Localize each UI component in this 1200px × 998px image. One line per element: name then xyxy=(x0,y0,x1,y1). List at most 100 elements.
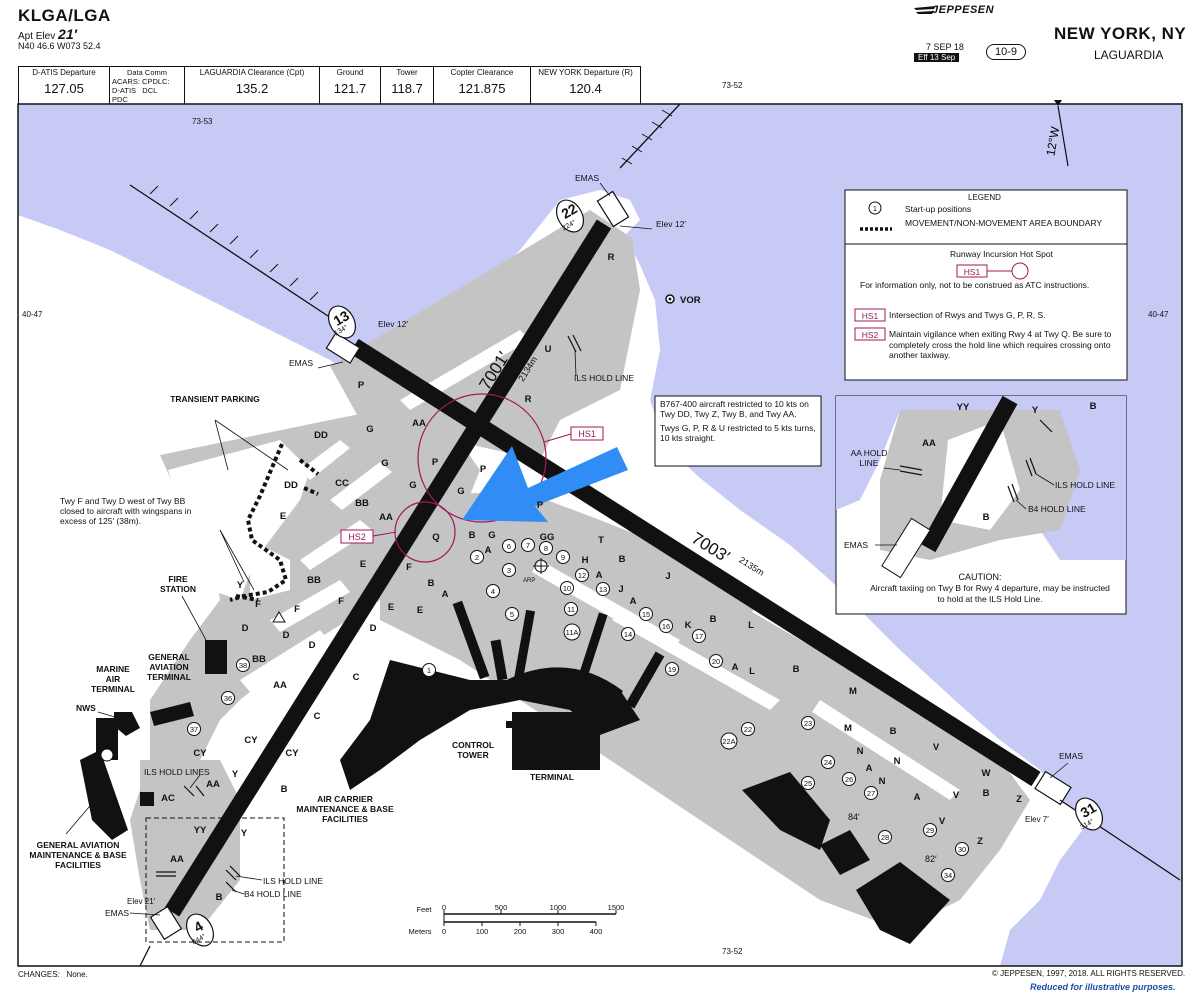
scale-bar xyxy=(443,910,617,926)
taxiway-label: B xyxy=(890,726,897,737)
startup-position-number: 5 xyxy=(510,610,514,619)
legend-hotspot-title: Runway Incursion Hot Spot xyxy=(950,249,1054,259)
startup-position-number: 17 xyxy=(695,632,703,641)
runway-end-markers xyxy=(185,199,1104,947)
startup-position-marker xyxy=(596,582,610,596)
taxiway-label: K xyxy=(685,620,692,631)
taxiway-label: D xyxy=(370,623,377,634)
startup-position-marker xyxy=(236,658,250,672)
pointer-arrow xyxy=(462,446,628,522)
ga-maintenance-building xyxy=(80,750,128,840)
taxiway-label: U xyxy=(545,344,552,355)
runway-13-31 xyxy=(349,338,1041,787)
taxiway-label: DD xyxy=(314,430,328,441)
elev-label: Elev 12′ xyxy=(378,319,408,329)
taxiway-label: J xyxy=(618,584,623,595)
startup-position-number: 12 xyxy=(578,571,586,580)
datacomm-row: D-ATIS DCL xyxy=(112,86,158,95)
taxiway-label: V xyxy=(953,790,960,801)
startup-position-number: 30 xyxy=(958,845,966,854)
startup-position-marker xyxy=(560,581,574,595)
movement-boundary xyxy=(229,443,320,602)
hangar xyxy=(820,830,870,875)
datacomm-title: Data Comm xyxy=(126,68,167,77)
inset-taxiway-label: B xyxy=(1090,401,1097,412)
taxiway-label: A xyxy=(914,792,921,803)
elevation-value: 21′ xyxy=(58,26,77,42)
copyright: © JEPPESEN, 1997, 2018. ALL RIGHTS RESER… xyxy=(992,969,1186,978)
startup-position-number: 29 xyxy=(926,826,934,835)
inset-b4-hold-label: B4 HOLD LINE xyxy=(1028,504,1086,514)
startup-position-marker xyxy=(801,716,815,730)
startup-position-marker xyxy=(575,568,589,582)
taxiway-label: AC xyxy=(161,793,175,804)
scale-meters-tick: 0 xyxy=(442,927,446,936)
taxiway-label: V xyxy=(933,742,940,753)
taxiway-label: Y xyxy=(237,580,244,591)
scale-meters-tick: 300 xyxy=(552,927,565,936)
taxiway-label: N xyxy=(894,756,901,767)
effective-date: Eff 13 Sep xyxy=(914,53,960,62)
airport-id: KLGA/LGA xyxy=(18,6,111,25)
nws-icon xyxy=(100,748,114,762)
datacomm-row: ACARS: CPDLC: xyxy=(112,77,170,86)
hotspot-hs1-circle xyxy=(417,393,547,523)
taxiway-label: CC xyxy=(335,478,349,489)
startup-position-number: 4 xyxy=(491,587,495,596)
taxiway-label: YY xyxy=(194,825,207,836)
taxiway-label: M xyxy=(844,723,852,734)
taxiway-label: D xyxy=(309,640,316,651)
startup-position-number: 14 xyxy=(624,630,632,639)
legend-title: LEGEND xyxy=(968,193,1001,202)
legend-startup: Start-up positions xyxy=(905,204,971,214)
hs1-tag-text: HS1 xyxy=(578,429,596,439)
taxiway-label: G xyxy=(457,486,464,497)
taxiway-label: A xyxy=(485,545,492,556)
startup-position-number: 1 xyxy=(427,666,431,675)
caution-title: CAUTION: xyxy=(958,572,1001,582)
taxiway-label: N xyxy=(879,776,886,787)
hs2-tag-text: HS2 xyxy=(348,532,366,542)
elevation-82: 82′ xyxy=(925,854,937,864)
taxiway-label: A xyxy=(442,589,449,600)
map-labels: EMAS Elev 12′ Elev 12′ EMAS VOR ILS HOLD… xyxy=(76,173,1083,918)
taxiway-label: B xyxy=(619,554,626,565)
scale-meters-tick: 200 xyxy=(514,927,527,936)
taxiway-label: C xyxy=(353,672,360,683)
legend-hs2-tag: HS2 xyxy=(862,330,879,340)
emas-label: EMAS xyxy=(105,908,129,918)
startup-position-marker xyxy=(720,732,738,750)
taxiway-label: GG xyxy=(540,532,555,543)
terminal-label: TERMINAL xyxy=(530,772,574,782)
scale-feet-tick: 1000 xyxy=(550,903,567,912)
taxiway-label: AA xyxy=(412,418,426,429)
taxiway-label: L xyxy=(749,666,755,677)
legend-box: 1 xyxy=(844,189,1128,381)
startup-position-number: 27 xyxy=(867,789,875,798)
startup-position-number: 3 xyxy=(507,566,511,575)
startup-position-marker xyxy=(941,868,955,882)
freq-label: D-ATIS Departure xyxy=(32,68,96,77)
startup-position-marker xyxy=(470,550,484,564)
startup-position-number: 16 xyxy=(662,622,670,631)
taxiway-label: G xyxy=(488,530,495,541)
legend-hs1-desc: Intersection of Rwys and Twys G, P, R, S… xyxy=(889,310,1046,320)
emas-label: EMAS xyxy=(1059,751,1083,761)
ils-hold-lines-label: ILS HOLD LINES xyxy=(144,767,210,777)
fire-station-building xyxy=(205,640,227,674)
nws-label: NWS xyxy=(76,703,96,713)
taxiway-label: BB xyxy=(355,498,369,509)
startup-position-number: 2 xyxy=(475,553,479,562)
reduced-note: Reduced for illustrative purposes. xyxy=(1030,982,1176,992)
startup-position-number: 6 xyxy=(507,542,511,551)
ga-maintenance-label: GENERAL AVIATION MAINTENANCE & BASE FACI… xyxy=(29,840,126,870)
map-frame xyxy=(17,103,1183,967)
terminal-core xyxy=(512,712,600,770)
taxiway-label: B xyxy=(710,614,717,625)
hold-lines xyxy=(156,334,582,893)
startup-position-marker xyxy=(422,663,436,677)
taxiway-label: M xyxy=(849,686,857,697)
startup-position-marker xyxy=(486,584,500,598)
taxiway-label: AA xyxy=(170,854,184,865)
freq-datis: D-ATIS Departure 127.05 xyxy=(18,66,110,106)
